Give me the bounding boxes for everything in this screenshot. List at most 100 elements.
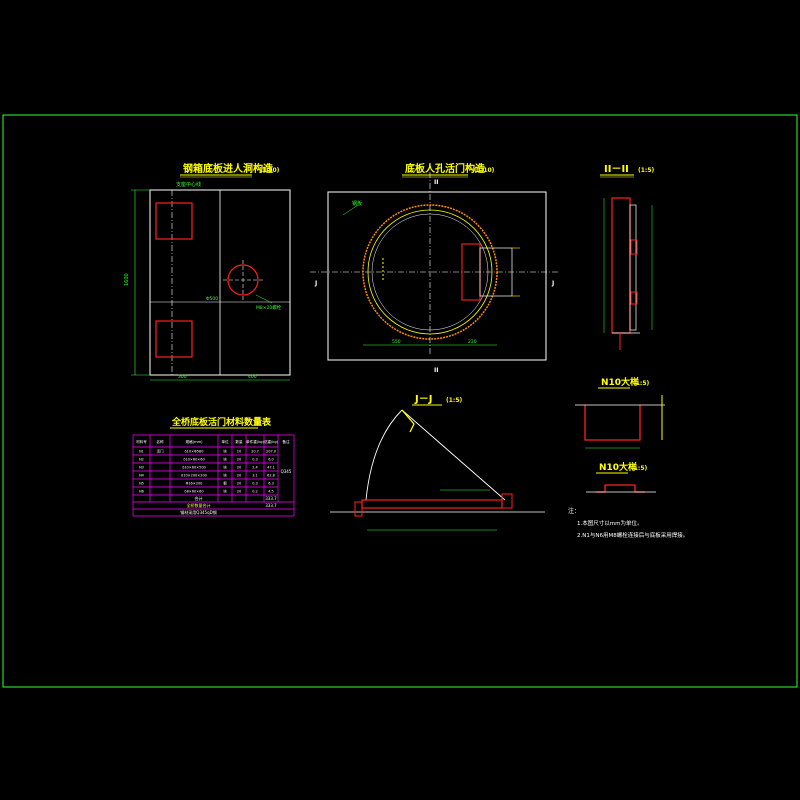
material-table: 材料号 名称 规格(mm) 单位 数量单件重(kg)总重(kg)备注 N1 活门 δ10×Φ5… [132,434,295,517]
table-header-cell: 总重(kg) [264,439,279,444]
table-sum-value: 333.7 [265,503,277,508]
table-cell: N1 [139,450,144,454]
table-total-value: 333.7 [265,496,277,501]
table-cell: N2 [139,458,144,462]
plan-dim-height: 1600 [124,273,130,286]
table-total-label: 合计 [195,495,203,501]
section-jj-plate [361,499,503,509]
table-cell: 47.1 [267,466,275,470]
detail-a-scale: (1:5) [633,380,649,387]
table-header-cell: 名称 [156,439,164,444]
table-cell: 6.0 [268,458,274,462]
door-view: 底板人孔活门构造 (1:10) 钢板 II II J J 550 230 [310,162,560,374]
table-cell: 0.2 [252,490,258,494]
section-jj-scale: (1:5) [446,397,462,404]
detail-b-scale: (1:5) [631,465,647,472]
table-cell: N3 [139,466,144,470]
table-header-cell: 单位 [221,439,229,444]
section-jj-title: J－J [414,394,432,405]
plan-view-title: 钢箱底板进人洞构造 [183,162,274,175]
plan-dim-left: 300 [178,374,187,380]
table-cell: 62.8 [267,474,275,478]
table-cell: 10 [237,450,241,454]
door-view-title: 底板人孔活门构造 [405,162,486,175]
table-cell: 20.7 [251,450,259,454]
door-view-scale: (1:10) [474,167,495,174]
table-cell: 块 [223,473,227,478]
plan-view-scale: (1:50) [259,167,280,174]
table-header-cell: 单件重(kg) [246,439,265,444]
door-cut-j-left: J [314,280,317,287]
table-cell: N6 [139,490,144,494]
detail-a: N10大样 (1:5) [575,376,665,449]
detail-b-bracket [596,484,645,493]
plan-opening-bottom [155,320,193,358]
table-cell: 块 [223,449,227,454]
table-footer: 钢材采用Q345qD钢 [180,509,216,515]
door-dim-left: 550 [392,339,401,345]
table-cell: 20 [237,458,241,462]
general-notes: 注： 1.本图尺寸以mm为单位。 2.N1与N6用M8螺栓连接后与底板采用焊接。 [568,507,688,539]
notes-line-1: 1.本图尺寸以mm为单位。 [577,519,642,527]
section-ii: II－II (1:5) [600,164,654,350]
table-cell: δ10×60×60 [183,458,204,462]
table-cell: δ10×200×200 [181,474,207,478]
table-cell: 20 [237,466,241,470]
table-cell: 6.3 [268,482,274,486]
door-outline [327,191,547,361]
detail-b: N10大样 (1:5) [586,461,656,493]
table-cell: 0.3 [252,482,258,486]
door-swing-arc [365,409,403,501]
table-header-cell: 材料号 [136,439,147,444]
plan-manhole [227,264,259,296]
table-cell: 2.4 [252,466,258,470]
door-cut-j-right: J [551,280,554,287]
table-cell: 20 [237,474,241,478]
door-open-line [401,409,506,501]
hinge-plate [479,247,513,297]
plan-hole-note: Φ500 [206,296,218,302]
table-cell: 块 [223,457,227,462]
table-cell: 3.1 [252,474,258,478]
door-cut-ii-top: II [434,179,438,186]
table-cell: δ10×Φ580 [185,450,204,454]
table-cell: Φ16×200 [186,482,203,486]
table-cell: 4.5 [268,490,274,494]
detail-a-title: N10大样 [601,376,639,388]
table-cell: δ10×60×500 [182,466,206,470]
plan-view: 钢箱底板进人洞构造 (1:50) 支座中心线 Φ500 M8×20螺栓 1600… [124,162,291,381]
table-header-cell: 规格(mm) [186,439,204,444]
table-cell: 块 [223,465,227,470]
door-cut-ii-bottom: II [434,367,438,374]
door-callout: 钢板 [352,200,362,207]
table-cell: 0.3 [252,458,258,462]
material-table-title-group: 全桥底板活门材料数量表 [170,416,272,429]
table-header-cell: 数量 [235,439,243,444]
section-jj: J－J (1:5) [330,394,545,531]
detail-b-title: N10大样 [599,461,637,473]
plan-opening-top [155,202,193,240]
table-cell: 根 [223,481,227,486]
section-ii-plate [611,197,631,334]
material-table-title: 全桥底板活门材料数量表 [171,416,272,428]
table-cell: N5 [139,482,144,486]
drawing-frame [2,114,798,688]
notes-line-2: 2.N1与N6用M8螺栓连接后与底板采用焊接。 [577,531,688,539]
table-cell: 20 [237,490,241,494]
table-cell: δ8×60×60 [184,490,203,494]
table-cell: 207.0 [266,450,276,454]
table-header-cell: 备注 [282,439,290,444]
plan-dim-right: 400 [248,374,257,380]
detail-a-bracket [584,405,641,441]
section-ii-scale: (1:5) [638,167,654,174]
table-remark: Q345 [281,469,292,474]
notes-heading: 注： [568,507,580,515]
table-cell: 块 [223,489,227,494]
table-cell: N4 [139,474,145,478]
table-cell: 活门 [157,449,164,454]
plan-top-note: 支座中心线 [176,181,201,188]
table-cell: 20 [237,482,241,486]
section-ii-title: II－II [604,164,629,175]
door-dim-right: 230 [468,339,477,345]
